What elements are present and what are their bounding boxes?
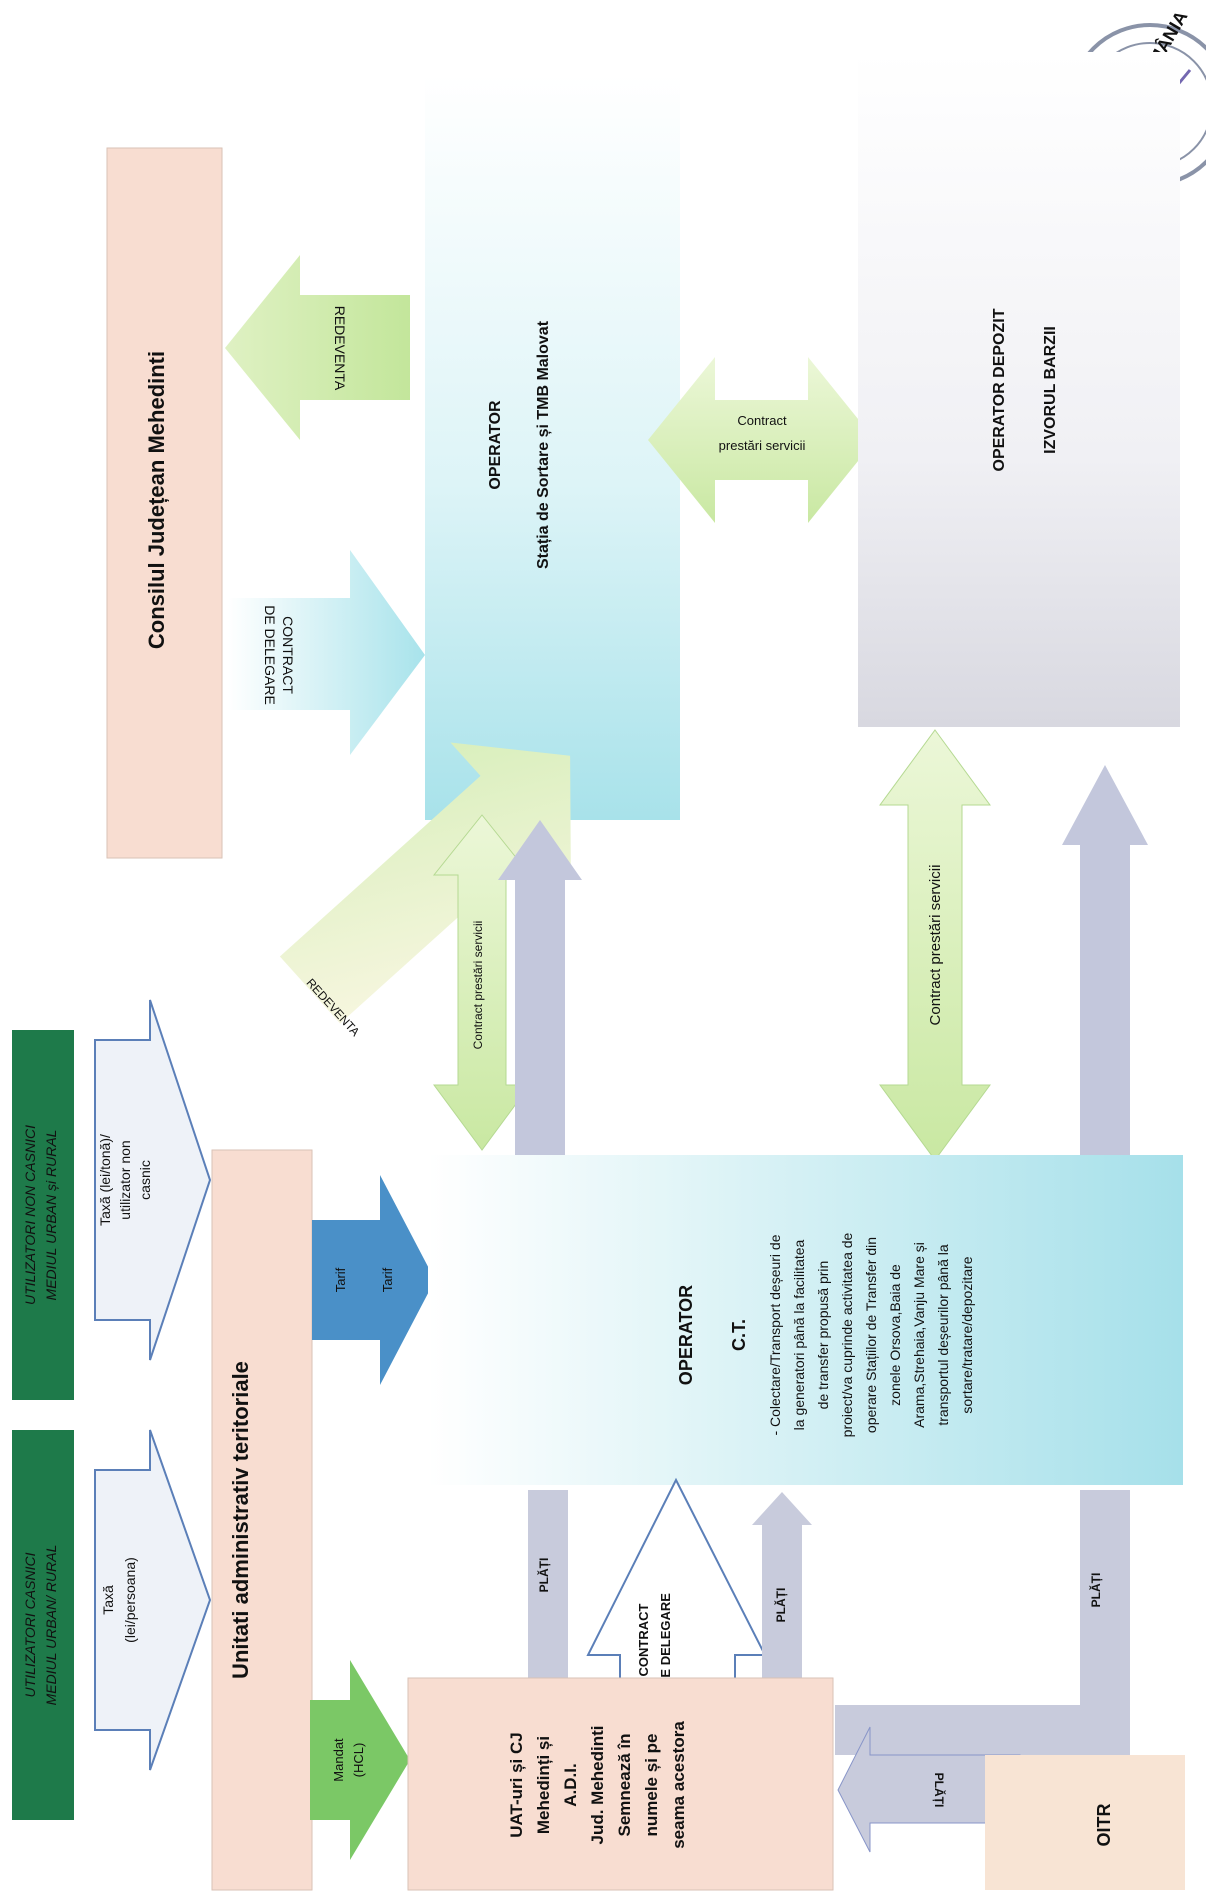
flow-ct-to-tmb-arrow [498, 820, 582, 1155]
oitr-label: OITR [1094, 1804, 1114, 1847]
contract-delegare-bottom-line2: DE DELEGARE [658, 1593, 673, 1687]
adi-line-4: Jud. Mehedinti [588, 1726, 607, 1845]
uat-title: Unitati administrativ teritoriale [228, 1361, 253, 1679]
contract-delegare-top-arrow [228, 550, 425, 755]
adi-line-7: seama acestora [669, 1721, 688, 1849]
adi-box [407, 1677, 834, 1891]
taxa-persoana-line2: (lei/persoana) [122, 1557, 138, 1643]
flow-ct-to-depozit-arrow [1062, 765, 1148, 1155]
oitr-box [985, 1755, 1185, 1890]
tarif-arrow [312, 1175, 435, 1385]
taxa-tona-line2: utilizator non [117, 1140, 133, 1219]
ct-desc-line-1: - Colectare/Transport deșeuri de [767, 1234, 783, 1435]
adi-line-6: numele și pe [642, 1734, 661, 1837]
ct-desc-line-3: de transfer propusă prin [815, 1261, 831, 1410]
redeventa-diagonal-arrow [279, 742, 571, 1024]
taxa-tona-arrow [94, 999, 212, 1361]
consiliu-box [106, 147, 223, 859]
contract-delegare-top-line1: CONTRACT [280, 616, 296, 694]
contract-delegare-bottom-line1: CONTRACT [636, 1603, 651, 1676]
mandat-line2: (HCL) [351, 1743, 366, 1778]
contract-tmb-depozit-line2: prestări servicii [719, 438, 806, 453]
redeventa-top-label: REDEVENTA [332, 306, 348, 391]
consiliu-title: Consilul Județean Mehedinti [144, 351, 169, 649]
contract-tmb-depozit-arrow [648, 357, 875, 523]
plati-d-arrow [837, 1726, 1021, 1853]
noncasnici-line1: UTILIZATORI NON CASNICI [22, 1125, 38, 1305]
ct-desc-line-4: proiect/va cuprinde activitatea de [839, 1232, 855, 1437]
contract-ct-depozit-label: Contract prestări servicii [927, 865, 944, 1026]
taxa-tona-line1: Taxă (lei/tonă)/ [97, 1134, 113, 1226]
contract-ct-tmb-label: Contract prestări servicii [471, 921, 485, 1050]
contract-tmb-depozit-line1: Contract [737, 413, 787, 428]
taxa-persoana-arrow [94, 1429, 212, 1771]
adi-line-5: Semnează în [615, 1734, 634, 1837]
ct-desc-line-2: la generatori până la facilitatea [791, 1239, 807, 1430]
tmb-operator-line1: OPERATOR [487, 400, 504, 490]
noncasnici-box [12, 1030, 74, 1400]
casnici-line2: MEDIUL URBAN/ RURAL [43, 1545, 59, 1706]
taxa-tona-line3: casnic [137, 1160, 153, 1200]
taxa-persoana-line1: Taxă [100, 1585, 116, 1615]
plati-c-label: PLĂȚI [1088, 1573, 1103, 1608]
tmb-operator-line2: Stația de Sortare și TMB Malovat [535, 320, 552, 569]
ct-operator-line1: OPERATOR [676, 1285, 696, 1385]
depozit-operator-box [858, 52, 1180, 727]
ct-operator-line2: C.T. [729, 1319, 749, 1351]
ct-description: - Colectare/Transport deșeuri de la gener… [767, 1232, 975, 1437]
adi-text: UAT-uri și CJ Mehedinți și A.D.I. Jud. Mehe… [507, 1721, 688, 1849]
plati-b-label: PLĂȚI [773, 1588, 788, 1623]
ct-desc-line-5: operare Stațiilor de Transfer din [863, 1237, 879, 1433]
ct-desc-line-7: Arama,Strehaia,Vanju Mare și [911, 1242, 927, 1428]
plati-c-arrow [835, 1490, 1130, 1755]
ct-desc-line-6: zonele Orsova,Baia de [887, 1264, 903, 1406]
ct-operator-box [428, 1155, 1183, 1485]
mandat-arrow [310, 1660, 410, 1860]
plati-a-label: PLĂȚI [536, 1558, 551, 1593]
mandat-line1: Mandat [331, 1738, 346, 1782]
tmb-operator-box [425, 75, 680, 820]
tarif-label-a: Tarif [333, 1267, 348, 1292]
casnici-box [12, 1430, 74, 1820]
plati-b-arrow [752, 1492, 812, 1690]
redeventa-top-arrow [225, 255, 410, 440]
adi-line-2: Mehedinți și [534, 1736, 553, 1834]
plati-d-label: PLĂȚI [932, 1773, 947, 1808]
tarif-label-b: Tarif [380, 1267, 395, 1292]
adi-line-1: UAT-uri și CJ [507, 1732, 526, 1837]
uat-box [211, 1149, 313, 1891]
casnici-line1: UTILIZATORI CASNICI [22, 1552, 38, 1697]
ct-desc-line-9: sortare/tratare/depozitare [959, 1256, 975, 1413]
depozit-operator-line2: IZVORUL BARZII [1042, 326, 1059, 454]
ct-desc-line-8: transportul deșeurilor până la [935, 1244, 951, 1426]
noncasnici-line2: MEDIUL URBAN și RURAL [43, 1130, 59, 1301]
contract-delegare-top-line2: DE DELEGARE [262, 605, 278, 705]
depozit-operator-line1: OPERATOR DEPOZIT [991, 308, 1008, 471]
adi-line-3: A.D.I. [561, 1763, 580, 1806]
